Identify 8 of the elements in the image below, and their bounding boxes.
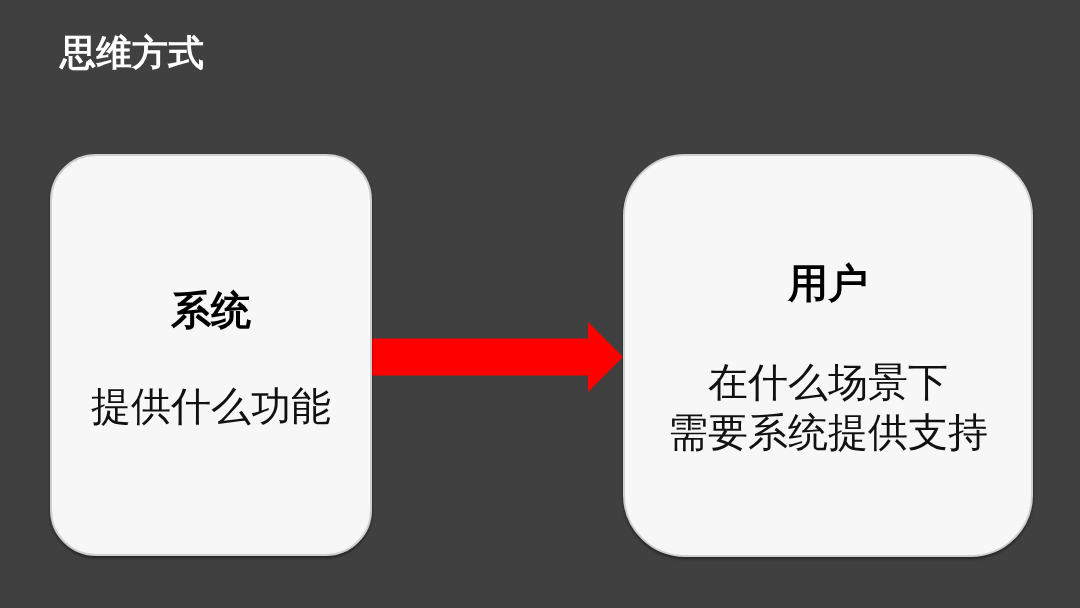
box-text: 在什么场景下需要系统提供支持	[667, 358, 989, 457]
rounded-box	[50, 154, 372, 556]
arrow	[372, 322, 623, 392]
box-heading: 系统	[170, 286, 252, 335]
box-heading: 用户	[787, 259, 869, 308]
rounded-box	[623, 154, 1033, 557]
box-text: 提供什么功能	[90, 382, 332, 431]
slide-title: 思维方式	[60, 31, 204, 75]
